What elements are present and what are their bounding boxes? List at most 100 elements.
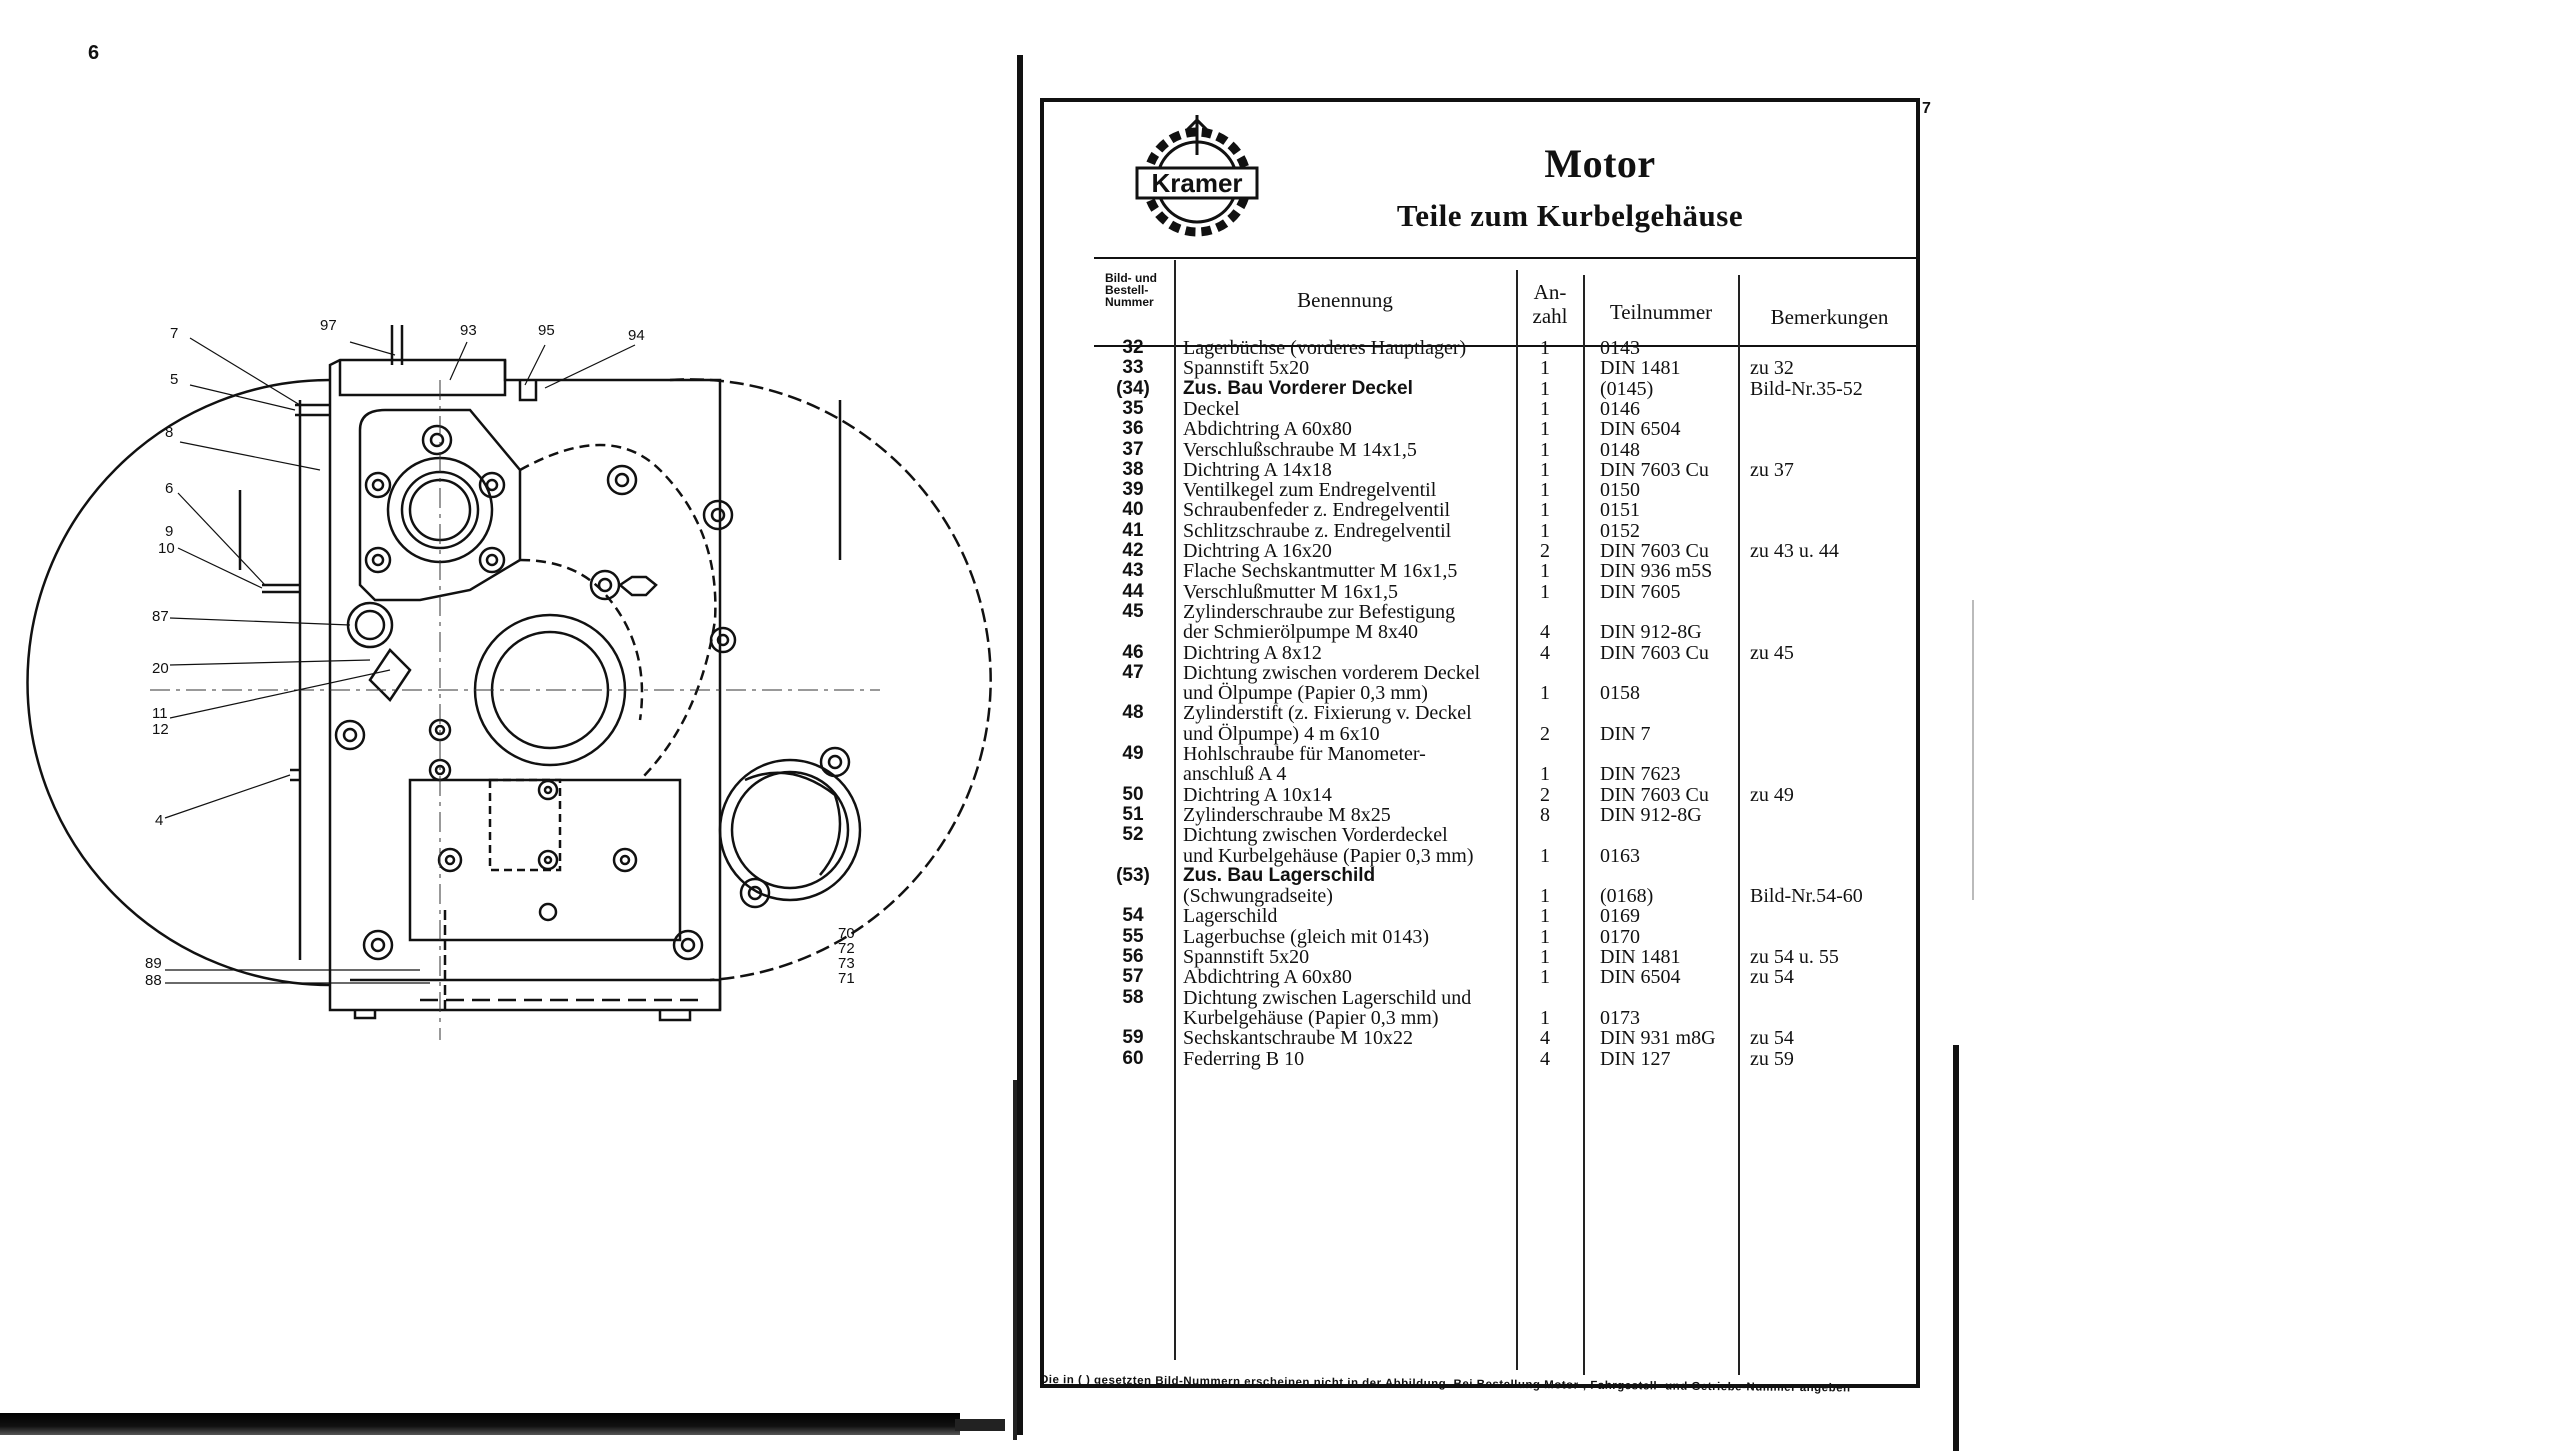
callout-70: 70	[838, 925, 855, 942]
part-quantity: 1	[1540, 580, 1550, 603]
part-number: 35	[1122, 397, 1144, 419]
part-name: Dichtring A 10x14	[1183, 783, 1332, 806]
part-teilnummer: 0146	[1600, 397, 1640, 420]
part-remark: Bild-Nr.54-60	[1750, 885, 1863, 908]
part-name: Dichtring A 14x18	[1183, 458, 1332, 481]
part-teilnummer: DIN 936 m5S	[1600, 560, 1713, 583]
part-number: 32	[1122, 337, 1144, 358]
table-header-rule	[1094, 345, 1917, 347]
part-teilnummer: 0169	[1600, 905, 1640, 928]
scan-edge-shadow	[955, 1419, 1005, 1431]
part-teilnummer: DIN 912-8G	[1600, 803, 1702, 826]
part-quantity: 4	[1540, 621, 1550, 644]
header-anzahl: An- zahl	[1532, 280, 1568, 328]
part-name: Dichtring A 16x20	[1183, 540, 1332, 562]
part-number: 57	[1122, 966, 1144, 988]
header-benennung: Benennung	[1297, 288, 1393, 312]
part-name: Spannstift 5x20	[1183, 357, 1310, 380]
col-divider	[1174, 260, 1176, 1360]
part-remark: zu 45	[1750, 641, 1794, 664]
part-quantity: 1	[1540, 337, 1550, 359]
part-quantity: 1	[1540, 925, 1550, 948]
part-number: 38	[1122, 458, 1144, 480]
part-name: Kurbelgehäuse (Papier 0,3 mm)	[1183, 1006, 1439, 1029]
part-remark: zu 54	[1750, 1027, 1794, 1050]
part-teilnummer: (0145)	[1600, 377, 1654, 400]
part-number: 46	[1122, 641, 1144, 663]
part-quantity: 4	[1540, 641, 1550, 664]
part-quantity: 1	[1540, 438, 1550, 461]
book-gutter	[1017, 55, 1023, 1435]
part-number: 43	[1122, 560, 1144, 582]
part-name: Dichtung zwischen vorderem Deckel	[1183, 661, 1481, 684]
part-teilnummer: DIN 7623	[1600, 763, 1681, 786]
part-number: 50	[1122, 783, 1144, 805]
part-remark: zu 32	[1750, 357, 1794, 380]
part-name: Deckel	[1183, 397, 1240, 420]
callout-71: 71	[838, 970, 855, 987]
part-number: 45	[1122, 600, 1144, 622]
callout-94: 94	[628, 327, 645, 344]
page-edge	[1953, 1045, 1959, 1451]
part-teilnummer: DIN 931 m8G	[1600, 1027, 1716, 1050]
part-name: (Schwungradseite)	[1183, 885, 1333, 908]
part-teilnummer: 0150	[1600, 479, 1640, 502]
part-teilnummer: DIN 1481	[1600, 357, 1681, 380]
part-name: Schlitzschraube z. Endregelventil	[1183, 519, 1452, 542]
callout-11: 11	[152, 705, 168, 722]
part-name: anschluß A 4	[1183, 763, 1287, 786]
callout-88: 88	[145, 972, 162, 989]
part-quantity: 1	[1540, 397, 1550, 420]
page-edge	[1972, 600, 1974, 900]
callout-10: 10	[158, 540, 175, 557]
part-number: (34)	[1116, 377, 1150, 399]
part-number: 51	[1122, 803, 1144, 825]
logo-text: Kramer	[1151, 168, 1242, 198]
part-teilnummer: 0151	[1600, 499, 1640, 522]
part-teilnummer: DIN 6504	[1600, 418, 1681, 441]
part-quantity: 1	[1540, 946, 1550, 968]
part-quantity: 1	[1540, 499, 1550, 522]
part-name: Zus. Bau Lagerschild	[1183, 864, 1376, 886]
part-name: Zylinderschraube M 8x25	[1183, 803, 1391, 826]
part-number: 48	[1122, 702, 1144, 724]
part-number: 36	[1122, 418, 1144, 440]
callout-97: 97	[320, 317, 337, 334]
part-number: 49	[1122, 743, 1144, 764]
part-quantity: 1	[1540, 458, 1550, 481]
part-teilnummer: DIN 7	[1600, 722, 1651, 745]
part-name: Flache Sechskantmutter M 16x1,5	[1183, 560, 1458, 583]
part-remark: zu 49	[1750, 783, 1794, 806]
part-quantity: 1	[1540, 844, 1550, 867]
part-number: 52	[1122, 824, 1144, 846]
callout-87: 87	[152, 608, 169, 625]
part-teilnummer: DIN 6504	[1600, 966, 1681, 989]
part-quantity: 1	[1540, 377, 1550, 400]
part-number: 54	[1122, 905, 1144, 927]
part-remark: zu 54 u. 55	[1750, 946, 1839, 968]
part-quantity: 8	[1540, 803, 1550, 826]
parts-list-frame	[1040, 98, 1920, 1388]
part-teilnummer: 0170	[1600, 925, 1640, 948]
part-name: Lagerbüchse (vorderes Hauptlager)	[1183, 337, 1467, 359]
part-teilnummer: 0173	[1600, 1006, 1640, 1029]
header-bemerkungen: Bemerkungen	[1770, 305, 1889, 329]
part-teilnummer: 0163	[1600, 844, 1640, 867]
part-name: Lagerbuchse (gleich mit 0143)	[1183, 925, 1430, 948]
part-number: 40	[1122, 499, 1144, 521]
part-teilnummer: DIN 7603 Cu	[1600, 641, 1709, 664]
part-teilnummer: DIN 912-8G	[1600, 621, 1702, 644]
part-name: Lagerschild	[1183, 905, 1278, 928]
page-number-right: 7	[1922, 100, 1931, 117]
part-teilnummer: 0148	[1600, 438, 1640, 461]
part-number: 42	[1122, 540, 1144, 561]
part-quantity: 1	[1540, 966, 1550, 989]
part-name: Schraubenfeder z. Endregelventil	[1183, 499, 1451, 522]
part-quantity: 4	[1540, 1047, 1550, 1070]
part-name: Verschlußschraube M 14x1,5	[1183, 438, 1417, 461]
callout-9: 9	[165, 523, 173, 540]
col-divider	[1738, 275, 1740, 1375]
part-number: 41	[1122, 519, 1144, 541]
part-quantity: 1	[1540, 418, 1550, 441]
part-name: Zylinderschraube zur Befestigung	[1183, 600, 1456, 623]
